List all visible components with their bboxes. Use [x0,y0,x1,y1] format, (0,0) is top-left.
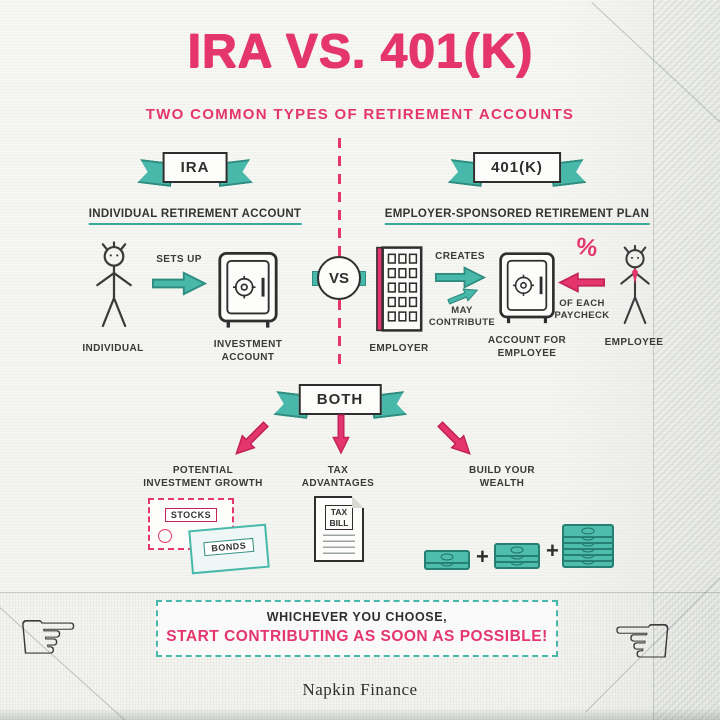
benefit3-line1: BUILD YOUR [468,465,536,476]
document-text-lines [322,534,356,555]
individual-stick-figure-icon [96,241,132,328]
may-contribute-arrow-icon [447,288,479,305]
paycheck-line2: PAYCHECK [554,310,610,322]
paycheck-arrow-icon [557,272,605,293]
tax-bill-line2: BILL [329,517,349,528]
center-divider-dashed-line [338,138,341,366]
may-contribute-line2: CONTRIBUTE [428,317,496,329]
benefit-tax-advantages-label: TAX ADVANTAGES [302,464,375,490]
employer-building-icon [376,246,423,332]
benefit-build-wealth-label: BUILD YOUR WEALTH [469,464,535,490]
napkin-bottom-shadow [0,708,720,720]
money-stack-small-icon [424,550,470,570]
benefit-arrow-left-icon [235,421,269,455]
plus-sign: + [546,538,559,563]
benefit2-line2: ADVANTAGES [301,478,375,489]
employer-label: EMPLOYER [369,343,429,354]
ira-banner-label: IRA [162,152,228,183]
tax-bill-document-icon: TAX BILL [314,496,364,562]
ira-ribbon-banner: IRA [163,152,228,183]
sets-up-label: SETS UP [156,254,202,265]
tax-bill-line1: TAX [330,507,348,517]
account-for-employee-line1: ACCOUNT FOR [487,335,567,346]
vs-badge: VS [312,256,366,300]
paycheck-line1: OF EACH [559,298,605,309]
certificate-seal-icon [158,529,172,543]
both-ribbon-banner: BOTH [299,384,382,415]
investment-account-line2: ACCOUNT [221,352,275,363]
investment-account-safe-icon [218,251,278,328]
percent-sign: % [574,232,600,263]
money-stack-medium-icon [494,543,540,569]
stocks-label: STOCKS [164,508,218,522]
napkin-edge-right-soft [550,0,720,720]
401k-ribbon-banner: 401(K) [473,152,561,183]
employee-stick-figure-icon [620,244,650,325]
investment-account-line1: INVESTMENT [213,339,283,350]
tax-bill-label: TAX BILL [324,505,354,531]
employee-label: EMPLOYEE [604,337,664,348]
account-for-employee-line2: EMPLOYEE [497,348,557,359]
bill-icon [494,543,540,557]
creates-label: CREATES [435,251,485,262]
bonds-label: BONDS [203,537,254,557]
creates-arrow-icon [435,266,487,289]
benefit-arrow-middle-icon [332,414,350,455]
napkin-edge-right [653,0,720,720]
document-fold-corner [352,496,364,508]
brand-name: Napkin Finance [302,680,418,699]
bill-icon [424,550,470,564]
tie-shape [632,268,638,284]
benefit-arrow-right-icon [437,421,471,455]
benefit-investment-growth-label: POTENTIAL INVESTMENT GROWTH [143,464,263,490]
may-contribute-line1: MAY [451,305,473,316]
investment-account-label: INVESTMENT ACCOUNT [214,338,282,364]
pointing-hand-left-icon: ☜ [610,598,675,682]
401k-banner-label: 401(K) [473,152,561,183]
benefit2-line1: TAX [327,465,349,476]
ira-heading: INDIVIDUAL RETIREMENT ACCOUNT [88,208,302,225]
both-banner-label: BOTH [298,384,382,415]
401k-heading: EMPLOYER-SPONSORED RETIREMENT PLAN [384,208,650,225]
bonds-certificate-icon: BONDS [188,523,270,575]
pointing-hand-right-icon: ☞ [16,594,81,678]
account-for-employee-label: ACCOUNT FOR EMPLOYEE [488,334,566,360]
footer-line2: START CONTRIBUTING AS SOON AS POSSIBLE! [166,628,548,645]
footer-callout-box: WHICHEVER YOU CHOOSE, START CONTRIBUTING… [156,600,558,657]
individual-label: INDIVIDUAL [82,343,144,354]
plus-sign: + [476,544,489,569]
footer-line1: WHICHEVER YOU CHOOSE, [266,610,448,624]
vs-label: VS [317,256,361,300]
of-each-paycheck-label: OF EACH PAYCHECK [555,298,610,323]
money-stack-large-icon [562,524,614,568]
page-subtitle: TWO COMMON TYPES OF RETIREMENT ACCOUNTS [145,106,575,123]
employee-account-safe-icon [499,252,555,324]
may-contribute-label: MAY CONTRIBUTE [429,305,495,330]
benefit1-line2: INVESTMENT GROWTH [143,478,263,489]
bill-icon [562,524,614,538]
page-title: IRA VS. 401(K) [187,25,533,78]
benefit3-line2: WEALTH [479,478,525,489]
sets-up-arrow-icon [152,271,208,296]
benefit1-line1: POTENTIAL [172,465,234,476]
